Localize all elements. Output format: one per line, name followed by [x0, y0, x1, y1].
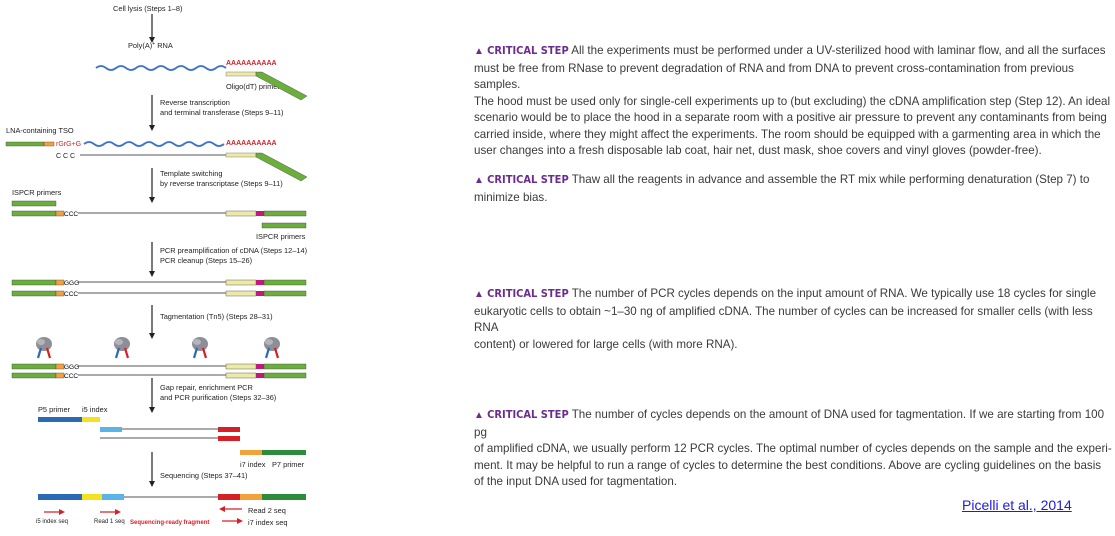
strand3-orange [55, 210, 65, 217]
tag-label: Tagmentation (Tn5) (Steps 28–31) [160, 312, 273, 321]
note3-line2: eukaryotic cells to obtain ~1–30 ng of a… [474, 304, 1093, 335]
seq-label: Sequencing (Steps 37–41) [160, 471, 248, 480]
tagmented-ccc: CCC [64, 373, 78, 380]
i7-label: i7 index [240, 460, 266, 469]
oligo-dt-tail [255, 71, 308, 101]
step-rt-line1: Reverse transcription [160, 98, 230, 107]
read2-label: Read 2 seq [248, 506, 286, 515]
note2-line1: Thaw all the reagents in advance and ass… [571, 173, 1090, 186]
strand3-magenta [256, 211, 264, 216]
strand3-green-end [263, 210, 307, 217]
oligo-dt-tail-2 [255, 152, 308, 182]
note3-line1: The number of PCR cycles depends on the … [571, 287, 1097, 300]
note3-line3: content) or lowered for large cells (wit… [474, 337, 738, 351]
first-strand-ccc: C C C [56, 153, 75, 160]
i5-label: i5 index [82, 405, 108, 414]
tso-ggg: rGrG+G [56, 141, 81, 148]
note1-line1: All the experiments must be performed un… [571, 44, 1106, 57]
tn5-transposome-4 [264, 337, 280, 359]
tso-label: LNA-containing TSO [6, 126, 74, 135]
amplified-ggg: GGG [64, 280, 79, 287]
tn5-transposome-3 [192, 337, 208, 359]
gap-line1: Gap repair, enrichment PCR [160, 383, 253, 392]
tso-green [5, 141, 45, 147]
tso-orange [43, 141, 55, 147]
note1-line3: The hood must be used only for single-ce… [474, 94, 1111, 108]
p5-label: P5 primer [38, 405, 71, 414]
ready-fragment-label: Sequencing-ready fragment [130, 520, 209, 526]
critical-note-2: ▲ CRITICAL STEP Thaw all the reagents in… [474, 172, 1114, 206]
note1-line4: scenario would be to place the hood in a… [474, 111, 1107, 124]
amplified-cdna [11, 279, 307, 297]
ispcr-bottom-label: ISPCR primers [256, 232, 306, 241]
amplified-ccc: CCC [64, 291, 78, 298]
rna-text: RNA [155, 41, 173, 50]
ispcr-primer-bottom [261, 222, 307, 229]
triangle-icon: ▲ [474, 175, 484, 186]
pcr-line2: PCR cleanup (Steps 15–26) [160, 256, 252, 265]
gap-line2: and PCR purification (Steps 32–36) [160, 393, 276, 402]
read-arrows [44, 506, 243, 524]
critical-step-label: CRITICAL STEP [487, 408, 569, 421]
polya-tail-2: AAAAAAAAAA [226, 140, 277, 147]
polya-superscript: + [152, 41, 155, 47]
note4-line3: ment. It may be helpful to run a range o… [474, 458, 1102, 472]
strand3-green [11, 210, 57, 217]
note1-line5: carried inside, where they might affect … [474, 127, 1101, 141]
note2-line2: minimize bias. [474, 190, 548, 204]
sequencing-ready-fragment [38, 494, 306, 500]
mrna-strand-2 [83, 141, 225, 147]
pcr-line1: PCR preamplification of cDNA (Steps 12–1… [160, 246, 307, 255]
oligo-dt-beige-2 [225, 152, 257, 158]
read1seq-label: Read 1 seq [94, 519, 125, 525]
critical-note-4: ▲ CRITICAL STEP The number of cycles dep… [474, 407, 1114, 491]
triangle-icon: ▲ [474, 289, 484, 300]
note4-line2: of amplified cDNA, we usually perform 12… [474, 442, 1112, 455]
i7seq-label: i7 index seq [248, 518, 287, 527]
critical-step-label: CRITICAL STEP [487, 287, 569, 300]
note4-line4: of the input DNA used for tagmentation. [474, 475, 678, 488]
step-cell-lysis: Cell lysis (Steps 1–8) [113, 4, 182, 13]
critical-note-1: ▲ CRITICAL STEP All the experiments must… [474, 43, 1114, 160]
oligo-dt-label: Oligo(dT) primer [226, 82, 280, 91]
strand3-ccc: CCC [64, 211, 78, 218]
polya-text: Poly(A) [128, 41, 152, 50]
ts-line1: Template switching [160, 169, 222, 178]
ts-line2: by reverse transcriptase (Steps 9–11) [160, 179, 283, 188]
critical-step-label: CRITICAL STEP [487, 173, 569, 186]
tagmented-ggg: GGG [64, 364, 79, 371]
tn5-transposome-2 [114, 337, 130, 359]
note1-line2: must be free from RNase to prevent degra… [474, 61, 1074, 92]
tagmented-cdna [11, 363, 307, 379]
p7-label: P7 primer [272, 460, 305, 469]
smart-seq2-workflow-diagram: Cell lysis (Steps 1–8) Poly(A)+ RNA Olig… [5, 4, 308, 527]
triangle-icon: ▲ [474, 46, 484, 57]
strand3-beige [225, 210, 257, 217]
citation-link[interactable]: Picelli et al., 2014 [962, 497, 1072, 513]
polya-tail-1: AAAAAAAAAA [226, 60, 277, 67]
critical-note-3: ▲ CRITICAL STEP The number of PCR cycles… [474, 286, 1114, 353]
triangle-icon: ▲ [474, 410, 484, 421]
enrichment-pcr-fragment [38, 417, 306, 455]
oligo-dt-beige [225, 71, 257, 77]
i5seq-label: i5 index seq [36, 519, 68, 525]
step-rt-line2: and terminal transferase (Steps 9–11) [160, 108, 284, 117]
ispcr-top-label: ISPCR primers [12, 188, 62, 197]
ispcr-primer-top [11, 200, 57, 207]
tn5-transposome-1 [36, 337, 52, 359]
critical-step-label: CRITICAL STEP [487, 44, 569, 57]
note1-line6: user changes into a fresh disposable lab… [474, 144, 1042, 157]
mrna-strand [95, 65, 227, 71]
polya-rna-label: Poly(A)+ RNA [128, 41, 173, 50]
note4-line1: The number of cycles depends on the amou… [474, 408, 1105, 439]
